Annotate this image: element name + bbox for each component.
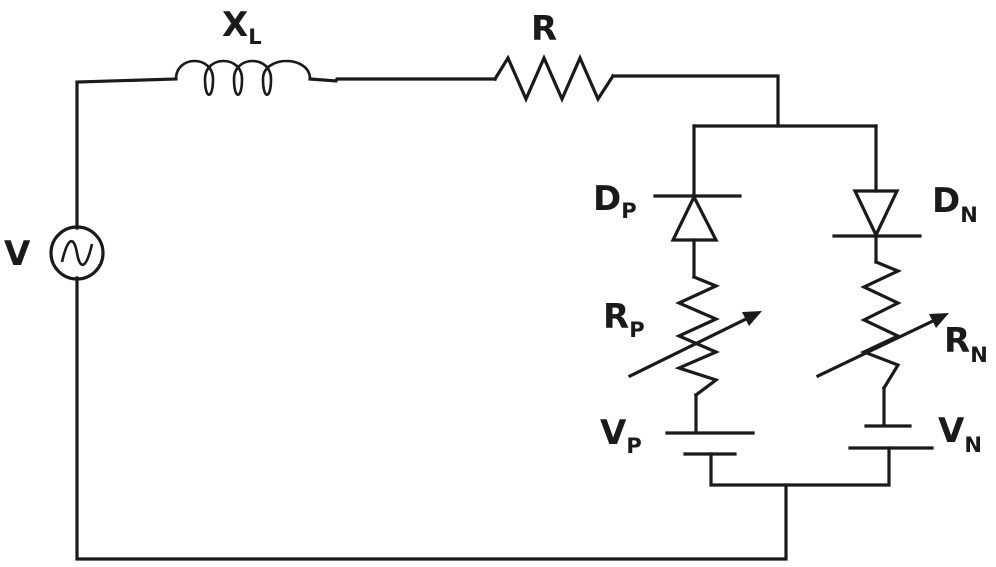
- label-diode-n-main: D: [932, 181, 960, 221]
- label-inductor-main: X: [222, 5, 248, 45]
- wires: [75, 74, 891, 561]
- label-rheostat-n: RN: [944, 321, 988, 367]
- inductor: [174, 59, 312, 97]
- diode-p: [653, 193, 742, 242]
- label-inductor-sub: L: [248, 25, 261, 49]
- label-battery-p-sub: P: [626, 434, 641, 458]
- battery-p: [665, 431, 755, 456]
- ac-source-circle: [49, 225, 105, 281]
- label-resistor: R: [531, 9, 557, 49]
- label-inductor: XL: [222, 5, 262, 49]
- wire-left-vertical-top: [75, 77, 178, 230]
- label-rheostat-p: RP: [603, 297, 645, 342]
- rheostat-p: [627, 274, 762, 398]
- wire-inductor-to-resistor: [308, 77, 497, 83]
- wire-bottom-bus: [709, 446, 891, 487]
- label-rheostat-p-main: R: [603, 297, 629, 337]
- label-source: V: [4, 234, 31, 274]
- label-diode-p-main: D: [593, 179, 621, 219]
- label-battery-p: VP: [600, 413, 642, 458]
- wire-left-vertical-bottom: [75, 276, 788, 561]
- label-diode-n-sub: N: [960, 203, 978, 227]
- rheostat-n-arrow-line: [815, 317, 938, 379]
- label-battery-p-main: V: [600, 413, 627, 453]
- label-rheostat-p-sub: P: [629, 318, 644, 342]
- ac-source: [49, 225, 105, 281]
- diode-n: [832, 189, 922, 239]
- diode-p-triangle: [670, 193, 719, 242]
- label-diode-p: DP: [593, 179, 637, 223]
- label-rheostat-n-sub: N: [970, 343, 988, 367]
- battery-n: [848, 424, 934, 450]
- label-battery-n-main: V: [938, 411, 965, 451]
- label-battery-n-sub: N: [964, 433, 982, 457]
- rheostat-n-arrowhead-icon: [929, 313, 949, 328]
- wire-resistor-to-junction: [611, 74, 780, 128]
- resistor-zigzag: [492, 54, 616, 103]
- sine-wave-icon: [60, 240, 94, 266]
- rheostat-p-arrow-line: [627, 315, 751, 379]
- rheostat-n: [815, 259, 949, 391]
- rheostat-n-zigzag: [859, 259, 902, 391]
- label-diode-n: DN: [932, 181, 978, 227]
- label-rheostat-n-main: R: [944, 321, 970, 361]
- inductor-coil: [174, 59, 312, 97]
- diode-n-triangle: [852, 189, 900, 239]
- label-battery-n: VN: [938, 411, 982, 457]
- rheostat-p-arrowhead-icon: [742, 311, 762, 326]
- rheostat-p-zigzag: [674, 274, 721, 398]
- label-diode-p-sub: P: [621, 199, 636, 223]
